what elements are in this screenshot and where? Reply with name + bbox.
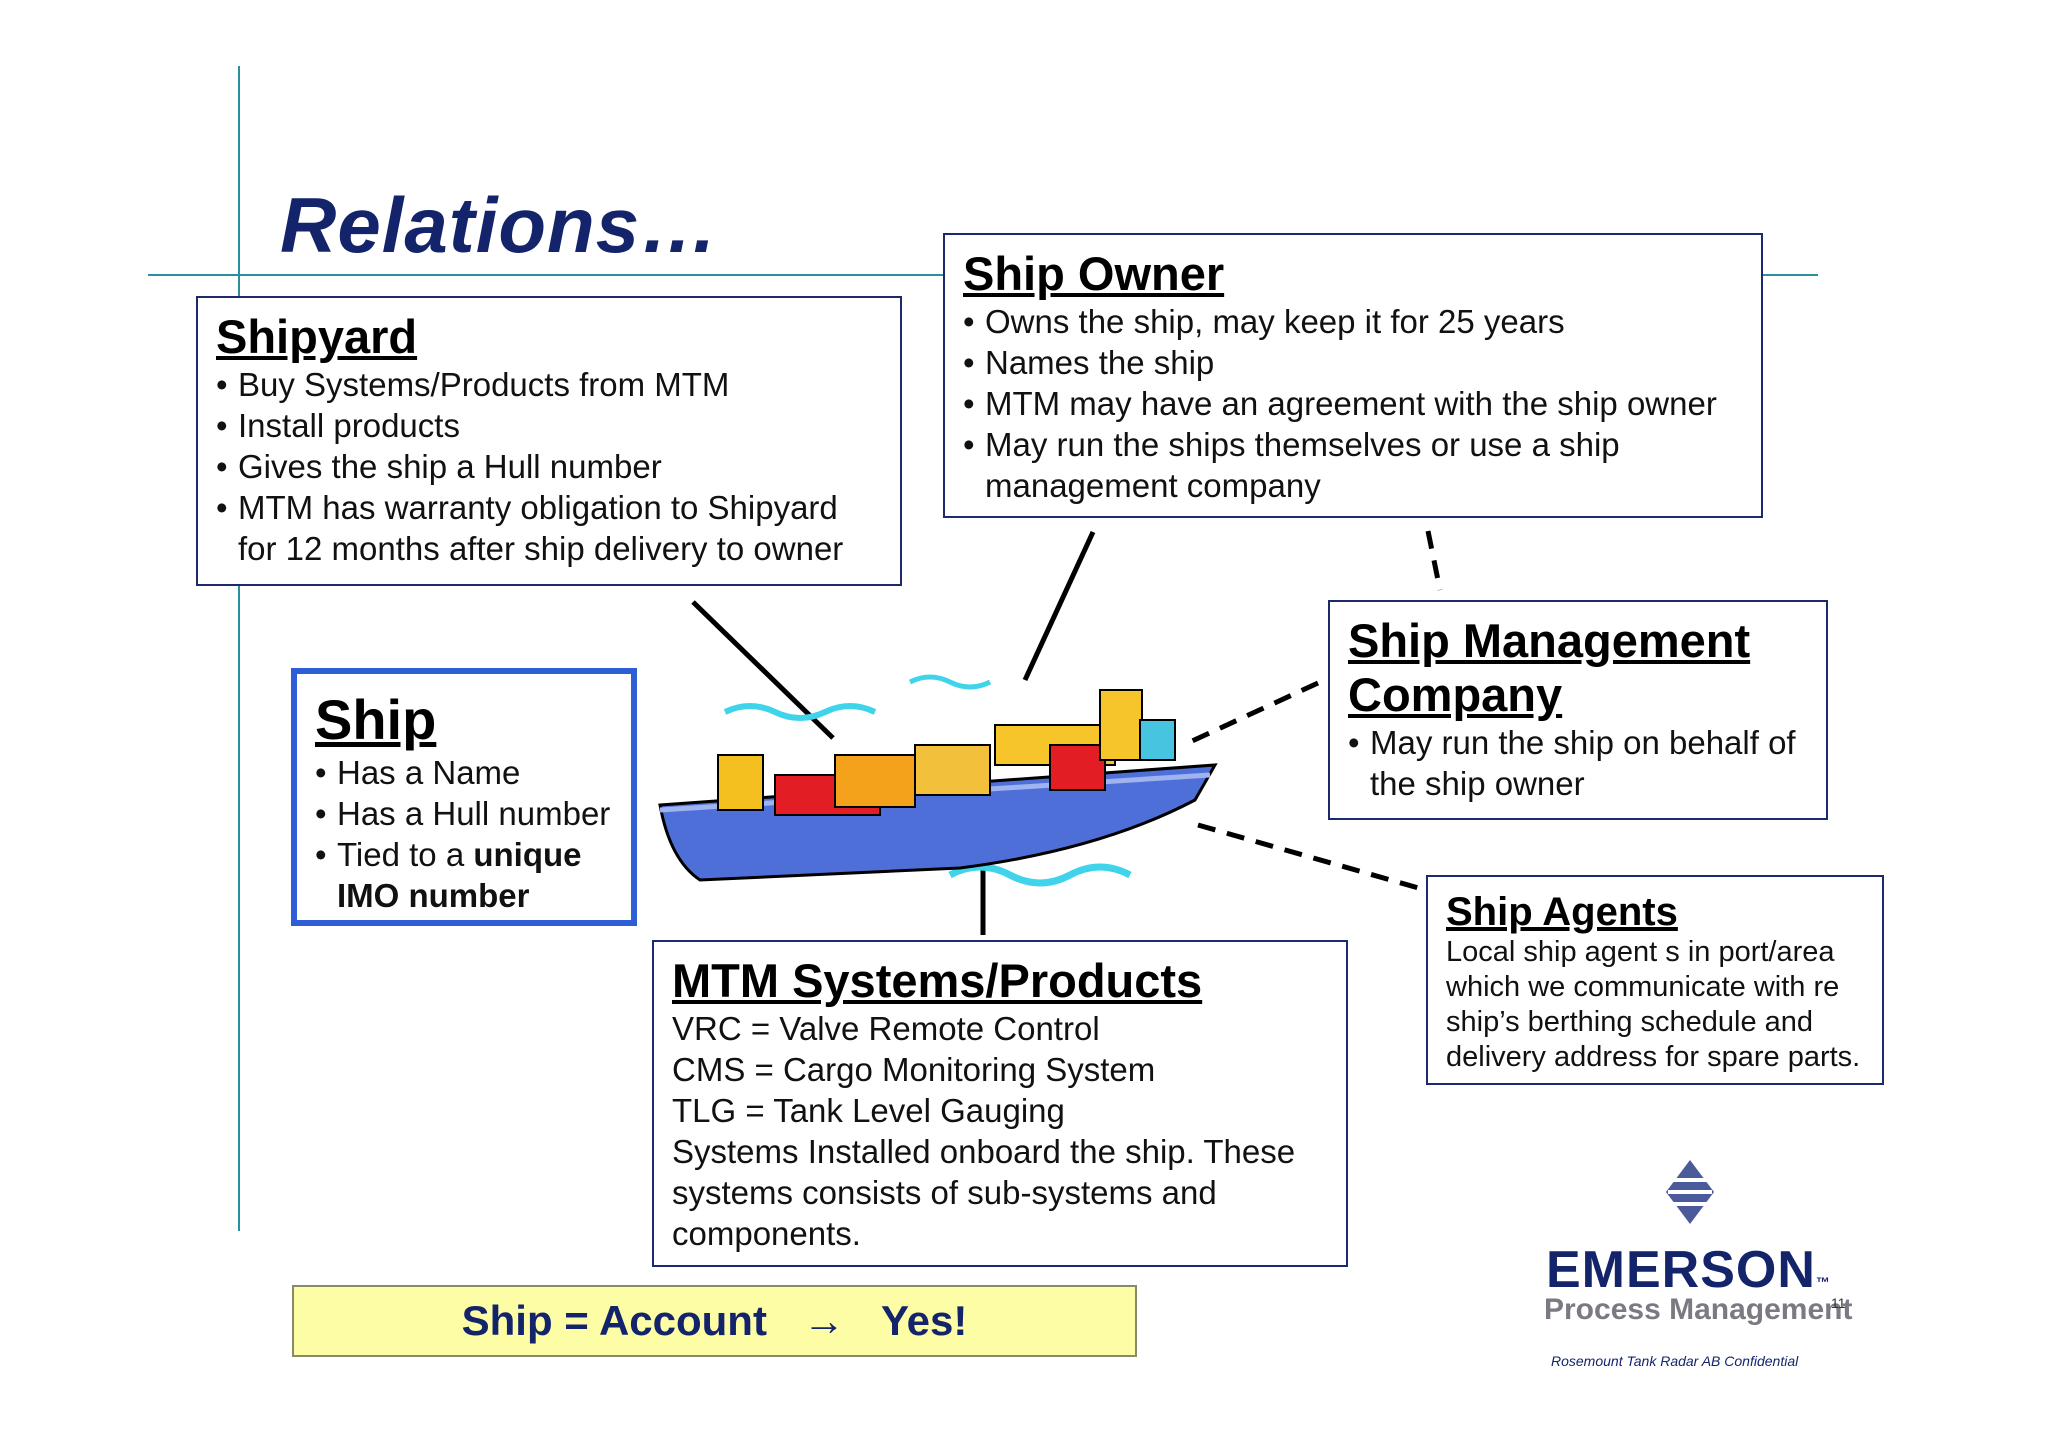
mtm-line: VRC = Valve Remote Control <box>672 1010 1100 1048</box>
ship-agents-box: Ship Agents Local ship agent s in port/a… <box>1426 875 1884 1085</box>
list-item: May run the ship on behalf of the ship o… <box>1348 722 1808 804</box>
bow-structure <box>717 754 764 811</box>
imo-prefix: Tied to a <box>337 836 474 874</box>
shipyard-list: Buy Systems/Products from MTM Install pr… <box>216 364 882 569</box>
list-item: Install products <box>216 405 882 446</box>
page-number: 11 <box>1831 1295 1846 1311</box>
connector-agents <box>1197 822 1437 896</box>
ship-box: Ship Has a Name Has a Hull number Tied t… <box>291 668 637 926</box>
mtm-line: CMS = Cargo Monitoring System <box>672 1051 1156 1089</box>
connector-ship-owner <box>1022 530 1096 682</box>
ship-illustration <box>658 674 1218 887</box>
container-yellow <box>914 744 991 796</box>
confidential-note: Rosemount Tank Radar AB Confidential <box>1551 1353 1799 1369</box>
ship-management-heading: Ship Management Company <box>1348 614 1751 722</box>
connector-management <box>1188 680 1320 745</box>
imo-bold: unique IMO number <box>337 836 582 915</box>
bridge-windows <box>1139 719 1176 761</box>
list-item: May run the ships themselves or use a sh… <box>963 424 1743 506</box>
wave-2 <box>908 674 992 690</box>
ship-list: Has a Name Has a Hull number Tied to a u… <box>315 752 613 916</box>
wave-1 <box>723 703 877 721</box>
engine-block <box>1049 744 1106 791</box>
mtm-line: TLG = Tank Level Gauging <box>672 1092 1065 1130</box>
ship-account-banner: Ship = Account → Yes! <box>292 1285 1137 1357</box>
ship-agents-text: Local ship agent s in port/area which we… <box>1446 936 1861 1073</box>
ship-owner-box: Ship Owner Owns the ship, may keep it fo… <box>943 233 1763 518</box>
ship-owner-list: Owns the ship, may keep it for 25 years … <box>963 301 1743 506</box>
bridge-tower <box>1099 689 1143 761</box>
connector-owner-management <box>1425 530 1443 591</box>
mtm-systems-heading: MTM Systems/Products <box>672 954 1203 1007</box>
banner-left: Ship = Account <box>461 1297 767 1344</box>
list-item: MTM has warranty obligation to Shipyard … <box>216 487 882 569</box>
list-item: MTM may have an agreement with the ship … <box>963 383 1743 424</box>
banner-right: Yes! <box>880 1297 968 1344</box>
mtm-line: Systems Installed onboard the ship. Thes… <box>672 1133 1296 1253</box>
list-item: Has a Hull number <box>315 793 613 834</box>
wave-3 <box>948 863 1132 887</box>
guide-vertical-line <box>238 66 240 1231</box>
ship-heading: Ship <box>315 688 437 751</box>
page-title: Relations… <box>280 181 720 269</box>
list-item: Buy Systems/Products from MTM <box>216 364 882 405</box>
ship-management-list: May run the ship on behalf of the ship o… <box>1348 722 1808 804</box>
list-item: Gives the ship a Hull number <box>216 446 882 487</box>
shipyard-box: Shipyard Buy Systems/Products from MTM I… <box>196 296 902 586</box>
list-item: Has a Name <box>315 752 613 793</box>
ship-management-box: Ship Management Company May run the ship… <box>1328 600 1828 820</box>
emerson-logo-text: EMERSON™ <box>1546 1241 1831 1299</box>
container-orange <box>834 754 916 808</box>
list-item: Owns the ship, may keep it for 25 years <box>963 301 1743 342</box>
mtm-systems-box: MTM Systems/Products VRC = Valve Remote … <box>652 940 1348 1267</box>
ship-hull <box>658 763 1218 882</box>
list-item: Tied to a unique IMO number <box>315 834 613 916</box>
ship-owner-heading: Ship Owner <box>963 247 1225 300</box>
process-management-text: Process Management <box>1544 1293 1853 1326</box>
list-item: Names the ship <box>963 342 1743 383</box>
shipyard-heading: Shipyard <box>216 310 418 363</box>
ship-agents-heading: Ship Agents <box>1446 890 1678 934</box>
arrow-right-icon: → <box>802 1297 845 1344</box>
